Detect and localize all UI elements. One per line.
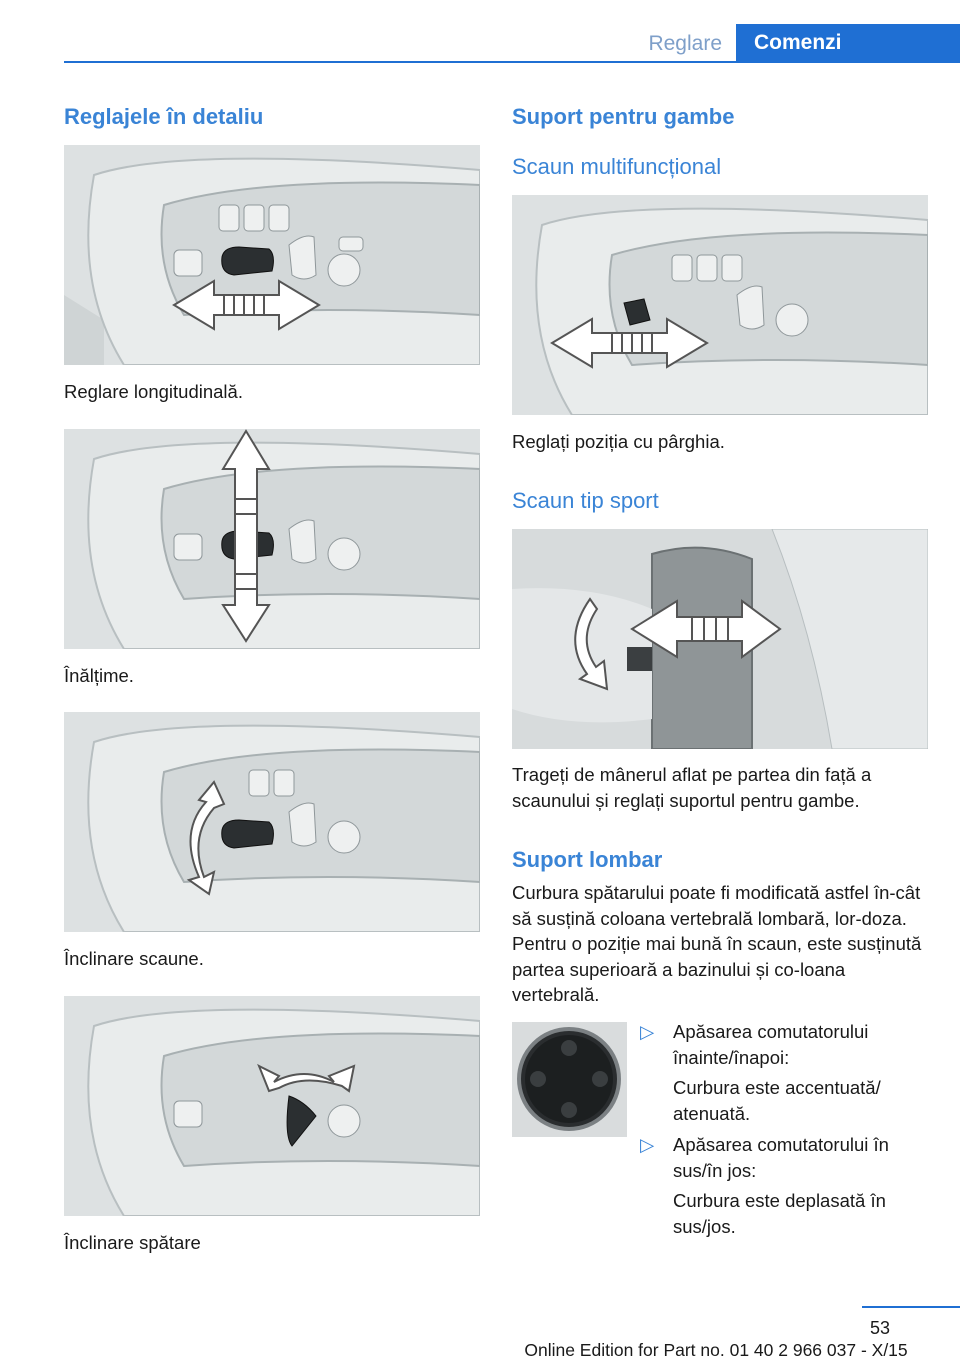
lumbar-title: Suport lombar <box>512 847 663 872</box>
bullet-1-detail: Curbura este accentuată/ atenuată. <box>673 1077 881 1124</box>
section-title-left: Reglajele în detaliu <box>64 104 264 129</box>
figure-sport-seat <box>512 529 928 749</box>
figure-multifunctional-seat <box>512 195 928 415</box>
footer-edition: Online Edition for Part no. 01 40 2 966 … <box>524 1340 908 1360</box>
header-rule <box>64 61 960 63</box>
caption-multifunctional: Reglați poziția cu pârghia. <box>512 431 725 452</box>
subtitle-sport-seat: Scaun tip sport <box>512 488 659 513</box>
subtitle-multifunctional: Scaun multifuncțional <box>512 154 722 179</box>
page-number: 53 <box>869 1318 890 1338</box>
figure-height <box>64 429 480 649</box>
caption-height: Înălțime. <box>64 665 134 686</box>
bullet-2-label: Apăsarea comutatorului în sus/în jos: <box>673 1134 889 1181</box>
figure-backrest-tilt <box>64 996 480 1216</box>
header-chapter-tab: Comenzi <box>736 24 960 62</box>
lumbar-text: Curbura spătarului poate fi modificată a… <box>512 882 922 1005</box>
bullet-1-label: Apăsarea comutatorului înainte/înapoi: <box>673 1021 869 1068</box>
caption-longitudinal: Reglare longitudinală. <box>64 381 243 402</box>
bullet-2-detail: Curbura este deplasată în sus/jos. <box>673 1190 886 1237</box>
bullet-marker-2: ▷ <box>640 1134 655 1155</box>
figure-lumbar-switch <box>512 1022 627 1137</box>
bullet-marker-1: ▷ <box>640 1021 655 1042</box>
figure-seat-tilt <box>64 712 480 932</box>
footer-rule <box>862 1306 960 1308</box>
caption-backrest-tilt: Înclinare spătare <box>64 1232 201 1253</box>
caption-sport-seat: Trageți de mânerul aflat pe partea din f… <box>512 764 872 811</box>
section-title-right: Suport pentru gambe <box>512 104 735 129</box>
caption-seat-tilt: Înclinare scaune. <box>64 948 204 969</box>
header-section-tab: Reglare <box>648 32 722 55</box>
figure-longitudinal <box>64 145 480 365</box>
